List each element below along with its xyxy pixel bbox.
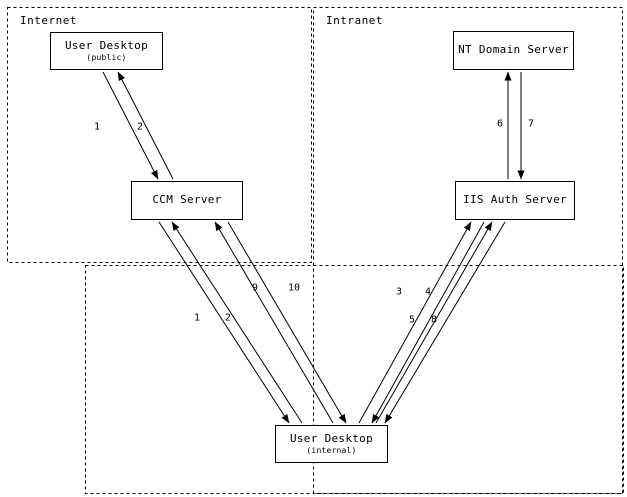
step-label-edge-2-internal: 2 <box>224 312 232 324</box>
node-title-nt-domain-server: NT Domain Server <box>458 43 569 57</box>
node-title-user-desktop-public: User Desktop <box>64 39 149 53</box>
node-title-iis-auth-server: IIS Auth Server <box>463 193 567 207</box>
arrow-edge-1-public <box>102 71 159 180</box>
zone-label-intranet: Intranet <box>326 14 383 27</box>
node-user-desktop-public: User Desktop(public) <box>50 32 163 70</box>
step-label-edge-7: 7 <box>527 118 535 130</box>
arrow-edge-8 <box>384 221 506 424</box>
step-label-edge-3: 3 <box>395 286 403 298</box>
node-user-desktop-internal: User Desktop(internal) <box>275 425 388 463</box>
zone-boundary-intranet <box>313 7 623 494</box>
node-title-ccm-server: CCM Server <box>152 193 222 207</box>
step-label-edge-4: 4 <box>424 286 432 298</box>
node-nt-domain-server: NT Domain Server <box>453 31 574 70</box>
arrow-edge-9 <box>214 221 334 424</box>
step-label-edge-8: 8 <box>430 314 438 326</box>
step-label-edge-9: 9 <box>251 282 259 294</box>
zone-boundary-internet <box>7 7 312 263</box>
arrow-edge-10 <box>227 221 347 424</box>
node-subtitle-user-desktop-internal: (internal) <box>306 445 357 455</box>
node-subtitle-user-desktop-public: (public) <box>86 52 127 62</box>
arrow-edge-2-public <box>117 71 174 180</box>
step-label-edge-10: 10 <box>287 282 301 294</box>
arrow-edge-3 <box>358 221 472 424</box>
step-label-edge-1-internal: 1 <box>193 312 201 324</box>
step-label-edge-5: 5 <box>408 314 416 326</box>
zone-boundary-internal-lan <box>85 265 624 494</box>
node-title-user-desktop-internal: User Desktop <box>289 432 374 446</box>
zone-label-internet: Internet <box>20 14 77 27</box>
step-label-edge-2-public: 2 <box>136 121 144 133</box>
arrow-edge-4 <box>371 221 485 424</box>
arrow-edge-5 <box>375 221 493 424</box>
edges-layer <box>102 71 525 424</box>
step-label-edge-1-public: 1 <box>93 121 101 133</box>
arrow-edge-2-internal <box>171 221 303 424</box>
arrow-edge-1-internal <box>158 221 290 424</box>
node-ccm-server: CCM Server <box>131 181 243 220</box>
step-label-edge-6: 6 <box>496 118 504 130</box>
node-iis-auth-server: IIS Auth Server <box>455 181 575 220</box>
zone-boundaries-layer <box>7 7 624 494</box>
